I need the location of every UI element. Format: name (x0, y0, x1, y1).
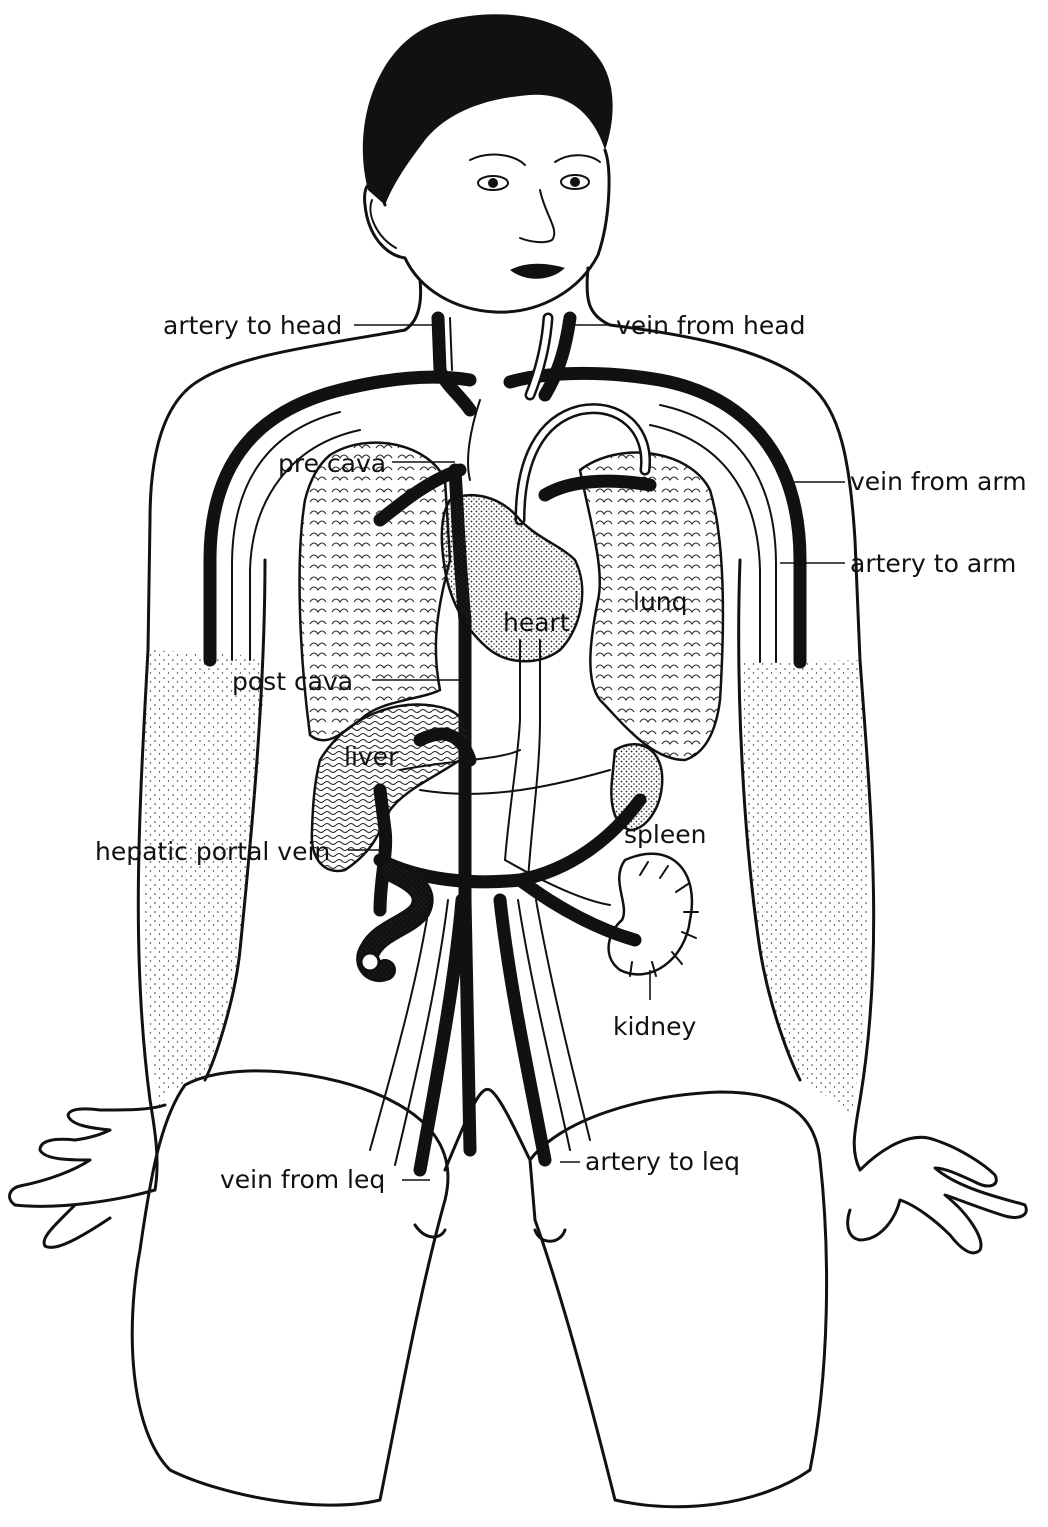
kidney (609, 854, 698, 976)
body-outline (10, 14, 1027, 1507)
label-post-cava: post cava (232, 667, 353, 696)
label-pre-cava: pre cava (278, 449, 386, 478)
right-sleeve (742, 660, 869, 1120)
label-vein-from-arm: vein from arm (850, 467, 1027, 496)
eyes (470, 155, 600, 190)
label-vein-from-leg: vein from leq (220, 1165, 385, 1194)
label-vein-from-head: vein from head (616, 311, 805, 340)
left-hand (10, 1105, 165, 1206)
label-heart: heart (503, 608, 570, 637)
label-artery-to-arm: artery to arm (850, 549, 1016, 578)
right-hand (848, 1137, 1027, 1253)
left-sleeve (142, 650, 265, 1110)
label-lung: lunq (633, 587, 688, 616)
label-liver: liver (344, 742, 399, 771)
leg-vessels (370, 900, 590, 1170)
label-spleen: spleen (624, 820, 706, 849)
mouth (510, 264, 565, 279)
head-vessels (438, 318, 570, 410)
left-thigh (132, 1071, 448, 1505)
label-hepatic-portal-vein: hepatic portal vein (95, 837, 330, 866)
label-kidney: kidney (613, 1012, 697, 1041)
label-artery-to-leg: artery to leq (585, 1147, 740, 1176)
label-artery-to-head: artery to head (163, 311, 342, 340)
